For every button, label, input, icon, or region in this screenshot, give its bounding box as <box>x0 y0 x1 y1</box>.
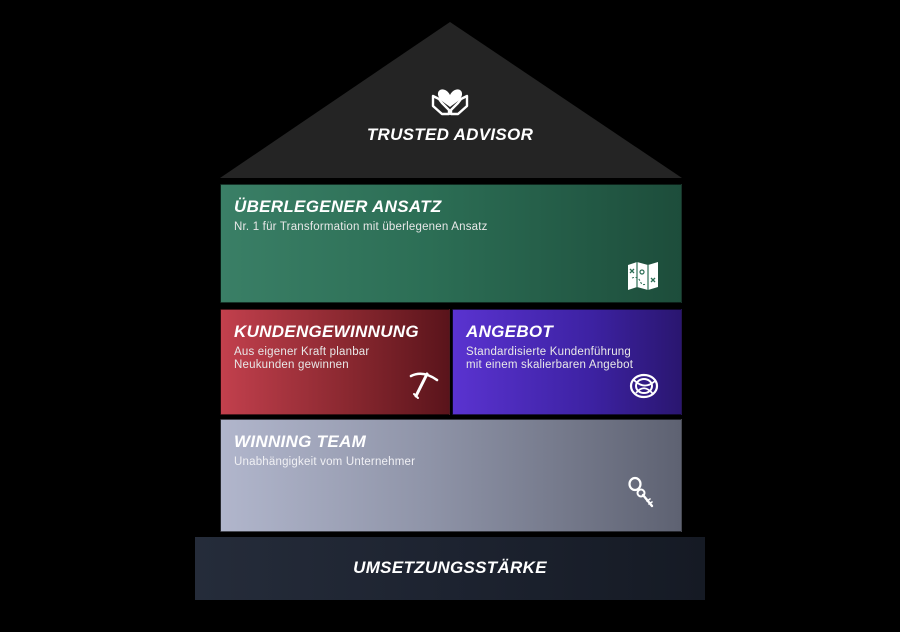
carabiner-icon <box>628 476 654 508</box>
block-team-title: WINNING TEAM <box>234 432 367 451</box>
block-offer-description-line1: Standardisierte Kundenführung <box>466 346 631 358</box>
foundation-title: UMSETZUNGSSTÄRKE <box>353 558 547 577</box>
block-offer-description: Standardisierte Kundenführung mit einem … <box>466 346 633 372</box>
roof-title: TRUSTED ADVISOR <box>366 125 534 144</box>
block-approach: ÜBERLEGENER ANSATZ Nr. 1 für Transformat… <box>220 184 682 303</box>
rope-icon <box>629 373 659 399</box>
block-acquisition-title: KUNDENGEWINNUNG <box>234 322 419 341</box>
block-offer-title: ANGEBOT <box>466 322 554 341</box>
map-icon <box>628 262 658 290</box>
block-acquisition-description-line2: Neukunden gewinnen <box>234 359 349 371</box>
block-acquisition-description: Aus eigener Kraft planbar Neukunden gewi… <box>234 346 369 372</box>
block-acquisition-description-line1: Aus eigener Kraft planbar <box>234 346 370 358</box>
heart-hands-icon <box>431 89 469 116</box>
ice-axe-icon <box>409 372 439 399</box>
block-team: WINNING TEAM Unabhängigkeit vom Unterneh… <box>220 419 682 532</box>
block-approach-title: ÜBERLEGENER ANSATZ <box>234 197 442 216</box>
block-approach-description: Nr. 1 für Transformation mit überlegenen… <box>234 221 488 233</box>
block-offer-description-line2: mit einem skalierbaren Angebot <box>466 359 634 371</box>
foundation: UMSETZUNGSSTÄRKE <box>195 537 705 600</box>
block-acquisition: KUNDENGEWINNUNG Aus eigener Kraft planba… <box>220 309 450 415</box>
block-team-description: Unabhängigkeit vom Unternehmer <box>234 456 416 468</box>
block-offer: ANGEBOT Standardisierte Kundenführung mi… <box>452 309 682 415</box>
